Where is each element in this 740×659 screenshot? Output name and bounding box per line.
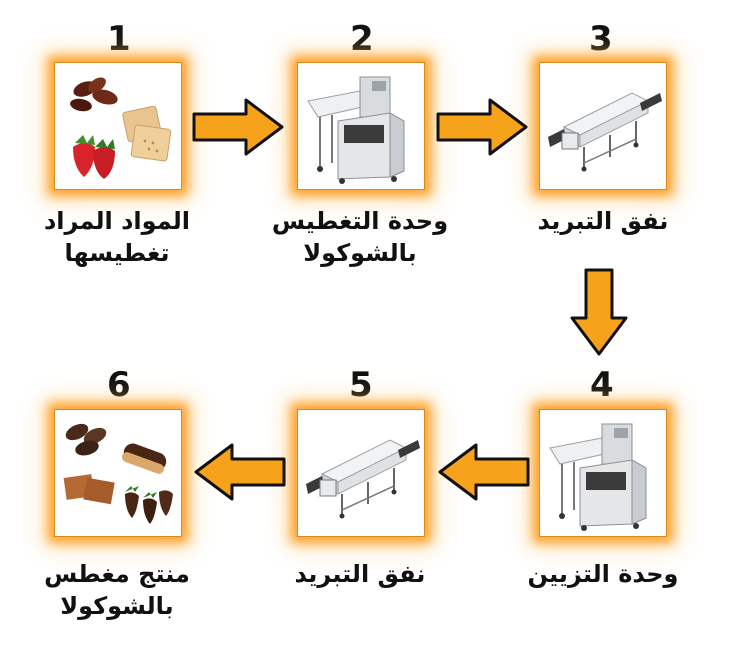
step-6-caption: منتج مغطس بالشوكولا [20, 558, 214, 622]
step-5-image [297, 409, 425, 537]
step-1-caption: المواد المراد تغطيسها [20, 205, 214, 269]
step-2-caption: وحدة التغطيس بالشوكولا [262, 205, 458, 269]
step-3-caption: نفق التبريد [506, 205, 700, 237]
arrow-left-icon [436, 441, 530, 503]
step-4-caption: وحدة التزيين [506, 558, 700, 590]
step-4-image [539, 409, 667, 537]
enrobing-machine-image [298, 63, 424, 189]
dates-biscuits-strawberries-image [55, 63, 181, 189]
arrow-left-icon [192, 441, 286, 503]
step-number-1: 1 [107, 22, 131, 56]
decorating-machine-image [540, 410, 666, 536]
step-number-2: 2 [350, 22, 374, 56]
cooling-tunnel-image [298, 410, 424, 536]
cooling-tunnel-image [540, 63, 666, 189]
arrow-right-icon [192, 96, 286, 158]
arrow-down-icon [568, 268, 630, 358]
step-number-4: 4 [590, 368, 614, 402]
step-3-image [539, 62, 667, 190]
arrow-right-icon [436, 96, 530, 158]
step-5-caption: نفق التبريد [262, 558, 458, 590]
step-number-5: 5 [349, 368, 373, 402]
step-number-3: 3 [589, 22, 613, 56]
step-1-image [54, 62, 182, 190]
chocolate-coated-products-image [55, 410, 181, 536]
step-2-image [297, 62, 425, 190]
step-number-6: 6 [107, 368, 131, 402]
step-6-image [54, 409, 182, 537]
